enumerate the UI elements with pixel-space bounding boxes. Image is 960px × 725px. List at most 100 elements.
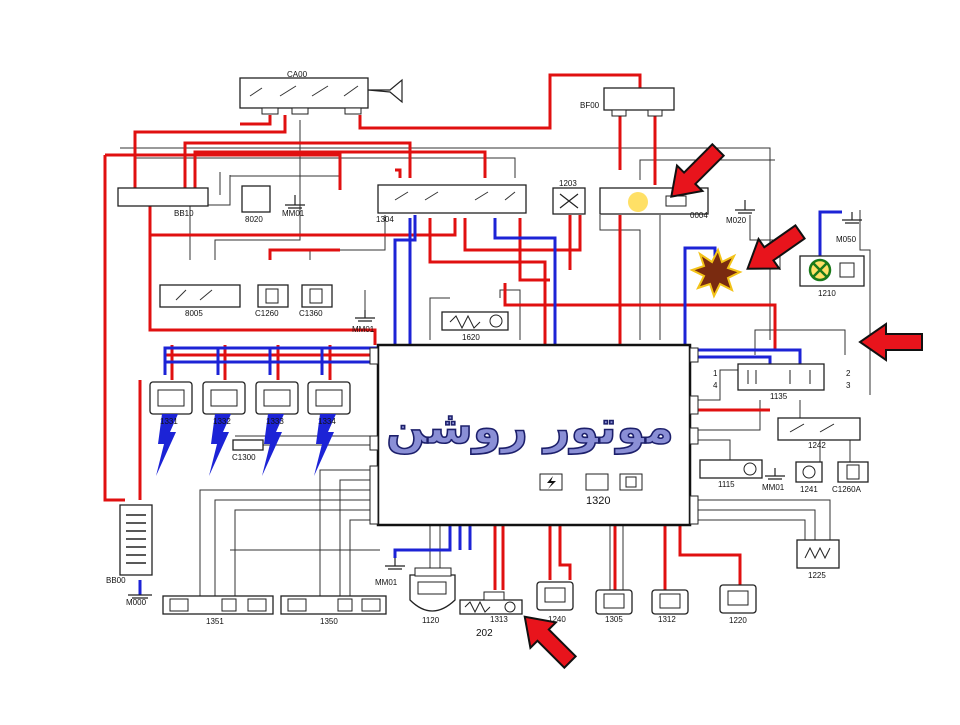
- c1240-label: 1240: [548, 615, 566, 624]
- sensor-1115: 1115: [699, 459, 763, 489]
- c1220-label: 1220: [729, 616, 747, 625]
- c8005-label: 8005: [185, 309, 203, 318]
- sensor-1240: 1240: [536, 581, 574, 624]
- connector-c1300: C1300: [232, 439, 264, 462]
- arrow-icon: [858, 322, 923, 362]
- pin-4: 4: [713, 381, 718, 390]
- connector-c1360: C1360: [299, 284, 333, 318]
- ecu-id-label: 1320: [586, 495, 610, 507]
- throttle-1120: 1120: [409, 567, 456, 625]
- coil-1332: 1332: [202, 381, 246, 476]
- heater-1225: 1225: [796, 539, 840, 580]
- coil-2-label: 1332: [213, 417, 231, 426]
- ground-mm01-mid: MM01: [352, 310, 375, 334]
- arrow-icon: [670, 142, 726, 198]
- signal-wires: [138, 210, 842, 595]
- ground-mm01-bot: MM01: [375, 558, 405, 587]
- lamp-1210: 1210: [799, 255, 865, 298]
- c1305-label: 1305: [605, 615, 623, 624]
- relay-1203: 1203: [552, 179, 586, 215]
- spark-icon: [314, 414, 336, 476]
- burst-component: [689, 247, 743, 299]
- c1351-label: 1351: [206, 617, 224, 626]
- battery-bb00: BB00 M000: [106, 504, 153, 607]
- motor-1241: 1241: [795, 461, 823, 494]
- c1313-label: 1313: [490, 615, 508, 624]
- coil-4-label: 1334: [318, 417, 336, 426]
- arrow-icon: [746, 224, 806, 270]
- sensor-1313: 1313 202: [459, 591, 523, 639]
- ground-m050: M050: [836, 212, 862, 244]
- bb00-label: BB00: [106, 576, 126, 585]
- page-number: 202: [476, 628, 493, 639]
- m000-label: M000: [126, 598, 147, 607]
- ground-icon: [128, 594, 152, 599]
- battery-icon: [126, 514, 146, 564]
- c1242-label: 1242: [808, 441, 826, 450]
- ground-icon: [285, 195, 305, 209]
- c1203-label: 1203: [559, 179, 577, 188]
- ground-icon: [735, 200, 755, 214]
- coil-1333: 1333: [255, 381, 299, 476]
- ecu-pin-strip-right: [689, 347, 699, 525]
- ground-mm01-top: MM01: [282, 195, 305, 218]
- switch-ca00: CA00: [239, 70, 403, 115]
- c1360-label: C1360: [299, 309, 323, 318]
- ground-icon: [355, 310, 375, 322]
- c1135-label: 1135: [770, 392, 788, 401]
- sensor-1305: 1305: [595, 589, 633, 624]
- c1300-label: C1300: [232, 453, 256, 462]
- spark-icon: [156, 414, 178, 476]
- c1120-label: 1120: [422, 616, 440, 625]
- c1210-label: 1210: [818, 289, 836, 298]
- c1260a-label: C1260A: [832, 485, 862, 494]
- connector-1351: 1351: [162, 595, 274, 626]
- ecu-pin-strip-left: [369, 347, 379, 525]
- burst-icon: [689, 247, 743, 299]
- coil-3-label: 1333: [266, 417, 284, 426]
- ground-icon: [765, 468, 785, 480]
- c1241-label: 1241: [800, 485, 818, 494]
- mm01-right-label: MM01: [762, 483, 785, 492]
- pin-3: 3: [846, 381, 851, 390]
- coil-1331: 1331: [149, 381, 193, 476]
- ground-m020: M020: [726, 200, 755, 225]
- c1350-label: 1350: [320, 617, 338, 626]
- mm01-top-label: MM01: [282, 209, 305, 218]
- m020-label: M020: [726, 216, 747, 225]
- c8020-label: 8020: [245, 215, 263, 224]
- power-wires: [103, 73, 777, 590]
- sensor-1135: 1 2 4 3 1135: [713, 363, 851, 401]
- ground-mm01-right: MM01: [762, 468, 785, 492]
- c1260-label: C1260: [255, 309, 279, 318]
- sensor-1620: 1620: [441, 311, 509, 342]
- module-0004: 0004: [599, 187, 709, 220]
- m050-label: M050: [836, 235, 857, 244]
- c1115-label: 1115: [718, 480, 735, 489]
- bb10-label: BB10: [174, 209, 194, 218]
- ecu-1320: موتور روشن 1320: [369, 343, 699, 527]
- mm01-bot-label: MM01: [375, 578, 398, 587]
- coil-1-label: 1331: [160, 417, 178, 426]
- spark-icon: [262, 414, 284, 476]
- speaker-icon: [367, 78, 403, 104]
- ignition-coils: 1331 1332 1333 1334: [149, 381, 351, 476]
- bf00-label: BF00: [580, 101, 600, 110]
- coil-1334: 1334: [307, 381, 351, 476]
- connector-c1260a: C1260A: [832, 461, 869, 494]
- c1620-label: 1620: [462, 333, 480, 342]
- pin-1: 1: [713, 369, 718, 378]
- relay-8020: 8020: [241, 185, 271, 224]
- annotation-arrows: [523, 142, 923, 670]
- connector-1350: 1350: [280, 595, 387, 626]
- ca00-label: CA00: [287, 70, 308, 79]
- ground-icon: [842, 212, 862, 224]
- relay-box-1304: 1304: [376, 184, 527, 224]
- sensor-1312: 1312: [651, 589, 689, 624]
- ground-icon: [385, 558, 405, 570]
- connector-bb10: BB10: [117, 187, 209, 218]
- relay-8005: 8005: [159, 284, 241, 318]
- spark-icon: [209, 414, 231, 476]
- mm01-mid-label: MM01: [352, 325, 375, 334]
